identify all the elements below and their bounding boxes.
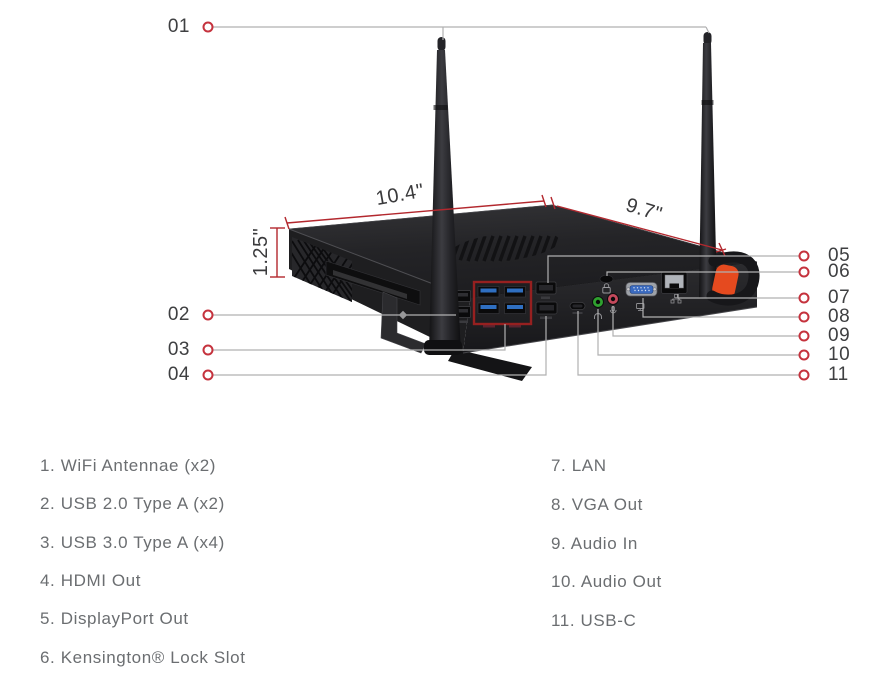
front-bottom-edge [462,306,758,354]
device-diagram [202,21,810,381]
display-icon [636,303,645,311]
wifi-antenna-right [699,32,717,298]
legend-item: 7. LAN [551,456,607,475]
callout-rings [202,21,810,381]
callout-line-01 [213,26,710,40]
ops-connector-inner [333,270,407,299]
legend-item: 4. HDMI Out [40,571,142,590]
vga-port [625,282,658,297]
callout-line-05 [547,255,799,283]
callout-label-05: 05 [828,245,851,266]
wifi-antenna-left [424,37,462,355]
legend-item: 6. Kensington® Lock Slot [40,648,246,667]
legend-item: 1. WiFi Antennae (x2) [40,456,217,475]
dim-label-height: 1.25" [250,227,272,277]
callout-line-04 [213,316,547,376]
callout-label-10: 10 [828,344,851,365]
callout-line-10 [597,309,799,356]
callout-label-01: 01 [167,16,190,37]
usb-c-port [569,302,586,314]
callout-line-11 [577,311,799,376]
callout-label-07: 07 [828,287,851,308]
callout-line-07 [677,294,799,299]
ops-handle [706,251,760,306]
audio-out-jack [592,296,604,308]
legend-item: 2. USB 2.0 Type A (x2) [40,494,225,513]
legend-item: 10. Audio Out [551,572,662,591]
callout-label-03: 03 [167,339,190,360]
handle-grip-orange [712,264,739,299]
legend-item: 5. DisplayPort Out [40,609,189,628]
callout-line-09 [612,306,799,337]
callout-label-11: 11 [828,364,849,385]
depth-dim-line [556,205,723,251]
callout-line-08 [642,298,799,318]
callout-label-02: 02 [167,304,190,325]
usb3-ports [477,286,526,328]
callout-label-04: 04 [167,364,190,385]
width-dim-line [286,200,545,224]
edge-marker [398,310,408,320]
legend-item: 9. Audio In [551,534,638,553]
chassis-foot [448,349,532,381]
usb3-highlight-box [472,280,533,326]
legend-item: 3. USB 3.0 Type A (x4) [40,533,225,552]
dimension-lines [270,194,727,278]
callout-lines [213,26,799,376]
callout-line-03 [213,324,506,351]
port-panel [455,271,688,328]
callout-label-06: 06 [828,261,851,282]
callout-label-08: 08 [828,306,851,327]
top-back-edge [288,204,553,230]
displayport [535,281,557,299]
legend-item: 8. VGA Out [551,495,643,514]
callout-label-09: 09 [828,325,851,346]
lan-port [661,271,688,294]
usb2-ports [455,290,471,323]
top-vent-grille [450,235,559,262]
legend-item: 11. USB-C [551,611,637,630]
callout-line-06 [606,271,799,276]
lock-icon [602,283,611,294]
audio-in-jack [607,293,619,305]
